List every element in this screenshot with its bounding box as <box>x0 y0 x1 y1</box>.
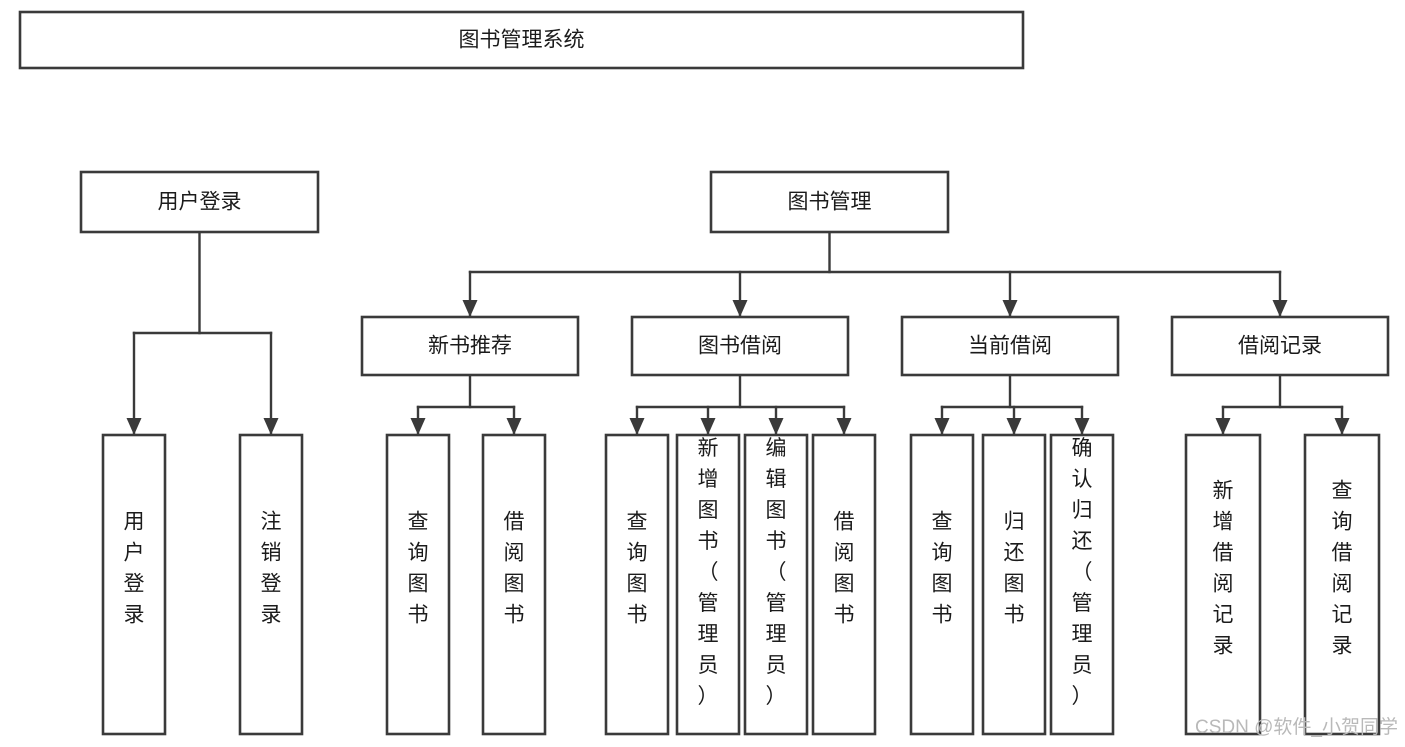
node-label-leaf-user-logout: 注销登录 <box>261 511 282 627</box>
node-leaf-user-logout[interactable]: 注销登录 <box>238 433 304 736</box>
node-box-borrow-record[interactable] <box>1170 315 1390 377</box>
node-root[interactable]: 图书管理系统 <box>18 10 1025 70</box>
node-user-login[interactable]: 用户登录 <box>79 170 320 234</box>
node-leaf-return-book[interactable]: 归还图书 <box>981 433 1047 736</box>
node-label-leaf-return-book: 归还图书 <box>1004 511 1025 627</box>
node-label-user-login: 用户登录 <box>158 191 242 214</box>
node-label-root: 图书管理系统 <box>459 29 585 52</box>
node-book-borrow[interactable]: 图书借阅 <box>630 315 850 377</box>
node-box-leaf-add-book-admin[interactable] <box>675 433 741 736</box>
node-leaf-query-borrow-record[interactable]: 查询借阅记录 <box>1303 433 1381 736</box>
node-box-leaf-borrow-book-recommend[interactable] <box>481 433 547 736</box>
connector-book-borrow-to-leaves <box>629 373 852 437</box>
node-current-borrow[interactable]: 当前借阅 <box>900 315 1120 377</box>
node-box-leaf-confirm-return-admin[interactable] <box>1049 433 1115 736</box>
node-box-leaf-user-logout[interactable] <box>238 433 304 736</box>
node-label-new-book-recommend: 新书推荐 <box>428 335 512 358</box>
node-box-current-borrow[interactable] <box>900 315 1120 377</box>
node-box-leaf-add-borrow-record[interactable] <box>1184 433 1262 736</box>
node-label-current-borrow: 当前借阅 <box>968 335 1052 358</box>
node-label-leaf-add-borrow-record: 新增借阅记录 <box>1213 480 1234 658</box>
node-label-leaf-edit-book-admin: 编辑图书（管理员） <box>766 437 787 708</box>
node-box-leaf-user-login[interactable] <box>101 433 167 736</box>
node-layer: 图书管理系统用户登录图书管理新书推荐图书借阅当前借阅借阅记录用户登录注销登录查询… <box>18 10 1390 736</box>
node-label-book-borrow: 图书借阅 <box>698 335 782 358</box>
node-leaf-query-book-current[interactable]: 查询图书 <box>909 433 975 736</box>
connector-current-borrow-to-leaves <box>934 373 1090 437</box>
connector-layer <box>126 230 1350 437</box>
node-label-leaf-borrow-book: 借阅图书 <box>834 511 855 627</box>
node-label-leaf-user-login: 用户登录 <box>124 511 145 627</box>
node-label-leaf-query-borrow-record: 查询借阅记录 <box>1332 480 1353 658</box>
node-label-borrow-record: 借阅记录 <box>1238 335 1322 358</box>
node-leaf-edit-book-admin[interactable]: 编辑图书（管理员） <box>743 433 809 736</box>
connector-borrow-record-to-leaves <box>1215 373 1350 437</box>
node-book-manage[interactable]: 图书管理 <box>709 170 950 234</box>
node-box-leaf-return-book[interactable] <box>981 433 1047 736</box>
node-new-book-recommend[interactable]: 新书推荐 <box>360 315 580 377</box>
node-leaf-query-book-borrow[interactable]: 查询图书 <box>604 433 670 736</box>
node-leaf-borrow-book-recommend[interactable]: 借阅图书 <box>481 433 547 736</box>
node-box-leaf-query-borrow-record[interactable] <box>1303 433 1381 736</box>
node-label-leaf-query-book-recommend: 查询图书 <box>408 511 429 627</box>
node-box-leaf-query-book-borrow[interactable] <box>604 433 670 736</box>
node-leaf-confirm-return-admin[interactable]: 确认归还（管理员） <box>1049 433 1115 736</box>
node-box-book-borrow[interactable] <box>630 315 850 377</box>
node-box-leaf-query-book-current[interactable] <box>909 433 975 736</box>
csdn-watermark: CSDN @软件_小贺同学 <box>1195 716 1398 738</box>
node-box-book-manage[interactable] <box>709 170 950 234</box>
node-leaf-add-book-admin[interactable]: 新增图书（管理员） <box>675 433 741 736</box>
connector-user-login-to-leaves <box>126 230 279 437</box>
node-box-new-book-recommend[interactable] <box>360 315 580 377</box>
node-borrow-record[interactable]: 借阅记录 <box>1170 315 1390 377</box>
node-label-leaf-borrow-book-recommend: 借阅图书 <box>504 511 525 627</box>
node-box-user-login[interactable] <box>79 170 320 234</box>
node-leaf-query-book-recommend[interactable]: 查询图书 <box>385 433 451 736</box>
node-label-leaf-query-book-current: 查询图书 <box>932 511 953 627</box>
node-label-leaf-add-book-admin: 新增图书（管理员） <box>698 437 719 708</box>
node-box-leaf-edit-book-admin[interactable] <box>743 433 809 736</box>
node-label-leaf-confirm-return-admin: 确认归还（管理员） <box>1072 437 1093 708</box>
node-box-leaf-borrow-book[interactable] <box>811 433 877 736</box>
node-box-leaf-query-book-recommend[interactable] <box>385 433 451 736</box>
node-label-book-manage: 图书管理 <box>788 191 872 214</box>
node-leaf-borrow-book[interactable]: 借阅图书 <box>811 433 877 736</box>
node-leaf-user-login[interactable]: 用户登录 <box>101 433 167 736</box>
connector-book-manage-to-level3 <box>462 230 1288 319</box>
connector-new-book-recommend-to-leaves <box>410 373 522 437</box>
node-box-root[interactable] <box>18 10 1025 70</box>
node-label-leaf-query-book-borrow: 查询图书 <box>627 511 648 627</box>
node-leaf-add-borrow-record[interactable]: 新增借阅记录 <box>1184 433 1262 736</box>
